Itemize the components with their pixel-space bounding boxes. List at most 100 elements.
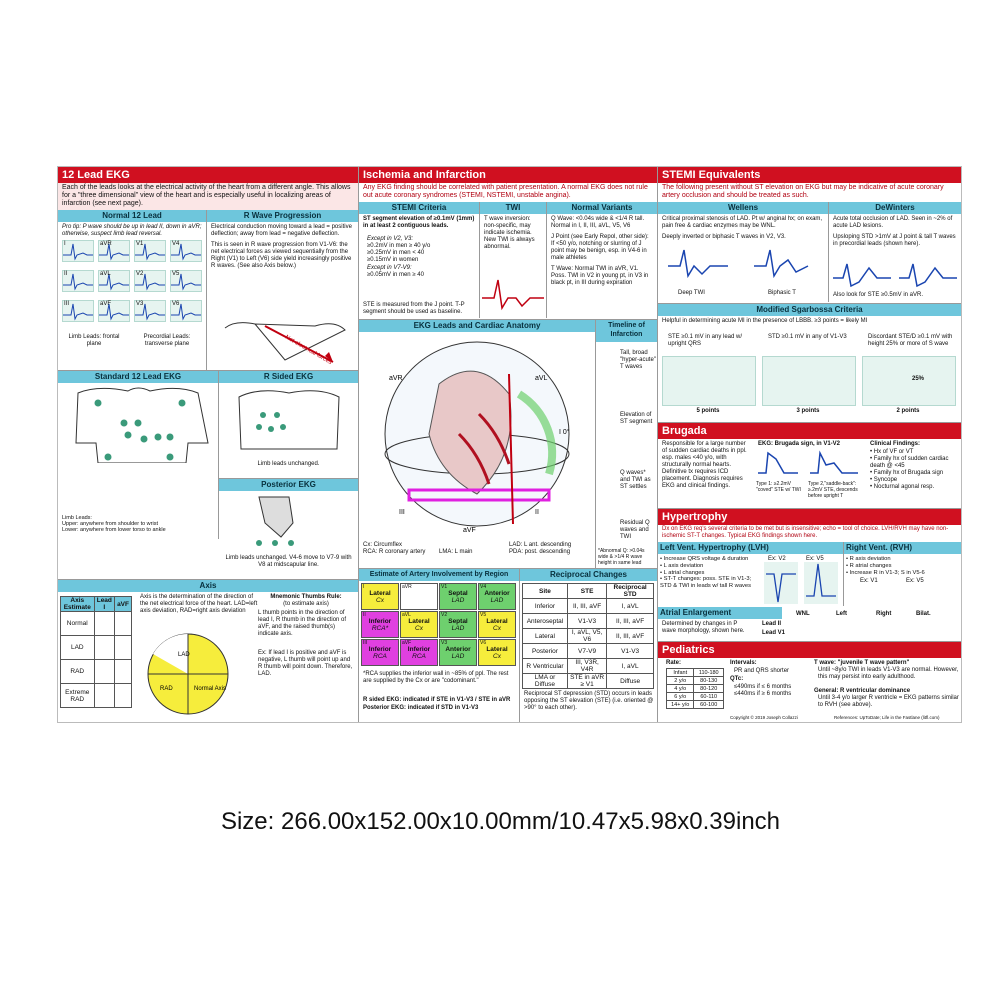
reciprocal-cell: V1-V3 bbox=[566, 613, 608, 629]
brugada-text: Responsible for a large number of sudden… bbox=[662, 441, 747, 489]
section-intro: The following present without ST elevati… bbox=[658, 183, 961, 203]
estimate-artery: Cx bbox=[376, 597, 384, 604]
panel-title: R Wave Progression bbox=[207, 210, 358, 222]
label-avr: aVR bbox=[389, 375, 403, 382]
abbrev-rca: RCA: R coronary artery bbox=[363, 549, 426, 555]
mnemonic-text-2: Ex: If lead I is positive and aVF is neg… bbox=[258, 650, 353, 677]
estimate-region: Lateral bbox=[486, 646, 508, 653]
lead-cell: aVR bbox=[98, 240, 130, 262]
atrial-header: WNL bbox=[796, 611, 810, 617]
panel-title: R Sided EKG bbox=[219, 371, 358, 383]
clinical-title: Clinical Findings: bbox=[870, 441, 921, 447]
dewinters-text-3: Also look for STE ≥0.5mV in aVR. bbox=[833, 292, 923, 298]
axis-avf-wave bbox=[114, 659, 132, 684]
peds-rate-cell: Infant bbox=[665, 668, 695, 677]
abbrev-lma: LMA: L main bbox=[439, 549, 473, 555]
reciprocal-cell: R Ventricular bbox=[522, 658, 568, 674]
axis-lad-label: LAD bbox=[178, 652, 190, 658]
panel-title: TWI bbox=[480, 202, 546, 214]
reciprocal-cell: Diffuse bbox=[606, 673, 654, 689]
peds-rate-cell: 4 y/o bbox=[665, 684, 695, 693]
atrial-header: Left bbox=[836, 611, 847, 617]
axis-avf-wave bbox=[114, 683, 132, 708]
stemi-line-3: ≥0.15mV in women bbox=[367, 257, 419, 263]
peds-twave: Until ~8y/o TWI in leads V1-V3 are norma… bbox=[818, 667, 959, 680]
axis-row-label: RAD bbox=[60, 659, 95, 684]
stemi-except-1: Except in V2, V3: bbox=[367, 236, 414, 242]
axis-header: aVF bbox=[114, 596, 132, 612]
lead-cell: aVF bbox=[98, 300, 130, 322]
wellens-text-2: Deeply inverted or biphasic T waves in V… bbox=[662, 234, 786, 240]
limb-leads-label: Limb Leads: frontal plane bbox=[68, 334, 120, 347]
limb-leads-text: Limb Leads:Upper: anywhere from shoulder… bbox=[58, 513, 170, 535]
panel-title: EKG Leads and Cardiac Anatomy bbox=[359, 320, 595, 332]
brugada-type-2: Type 2,"saddle-back": ≥.2mV STE, descend… bbox=[808, 481, 858, 499]
posterior-ekg-panel: Posterior EKG Limb leads unchanged. V4-6… bbox=[219, 478, 358, 579]
lead-trace bbox=[63, 273, 93, 291]
rsided-indication: R sided EKG: indicated if STE in V1-V3 /… bbox=[363, 697, 511, 703]
hypertrophy-intro: Dx on EKG req's several criteria to be m… bbox=[658, 525, 961, 542]
reciprocal-header: Reciprocal STD bbox=[606, 583, 654, 599]
lvh-title: Left Vent. Hypertrophy (LVH) bbox=[658, 542, 843, 554]
reciprocal-cell: I, aVL bbox=[606, 658, 654, 674]
atrial-row-label: Lead II bbox=[762, 621, 782, 627]
brugada-panel: Brugada Responsible for a large number o… bbox=[658, 422, 961, 508]
estimate-artery: Cx bbox=[415, 625, 423, 632]
estimate-region: Anterior bbox=[445, 646, 471, 653]
axis-row: RAD bbox=[60, 659, 132, 684]
sgarbossa-points: 5 points bbox=[696, 408, 720, 414]
lead-cell: III bbox=[62, 300, 94, 322]
rvh-item: • R atrial changes bbox=[846, 562, 892, 569]
atrial-panel: Atrial Enlargement Determined by changes… bbox=[658, 607, 961, 641]
sgarbossa-ekg bbox=[762, 356, 856, 406]
lead-label: aVR bbox=[100, 241, 112, 247]
wellens-waves bbox=[668, 249, 809, 279]
axis-lead-i-wave bbox=[93, 659, 116, 684]
section-intro: Any EKG finding should be correlated wit… bbox=[359, 183, 657, 203]
axis-header: Axis Estimate bbox=[60, 596, 95, 612]
lead-cell: II bbox=[62, 270, 94, 292]
sgarbossa-ekg bbox=[662, 356, 756, 406]
posterior-note: Limb leads unchanged. V4-6 move to V7-9 … bbox=[225, 555, 352, 568]
axis-row-label: LAD bbox=[60, 635, 95, 660]
anatomy-panel: EKG Leads and Cardiac Anatomy aVR aVL I … bbox=[359, 319, 596, 568]
panel-title: Estimate of Artery Involvement by Region bbox=[359, 569, 519, 581]
atrial-text: Determined by changes in P wave morpholo… bbox=[662, 621, 745, 634]
rvh-item: • R axis deviation bbox=[846, 556, 891, 562]
timeline-item-4: Residual Q waves and TWI bbox=[620, 520, 650, 540]
reciprocal-cell: I, aVL bbox=[606, 598, 654, 614]
peds-qtc-1: ≤490ms if ≤ 6 months bbox=[734, 684, 792, 690]
peds-rate-cell: 110-180 bbox=[693, 668, 724, 677]
clinical-item: • Syncope bbox=[870, 477, 898, 483]
peds-rate-cell: 14+ y/o bbox=[665, 700, 695, 709]
axis-avf-wave bbox=[114, 635, 132, 660]
clinical-item: • Family hx of sudden cardiac death @ <4… bbox=[870, 456, 949, 469]
peds-rv: Until 3-4 y/o larger R ventricle = EKG p… bbox=[818, 695, 959, 708]
lead-cell: aVL bbox=[98, 270, 130, 292]
lead-label: V5 bbox=[172, 271, 180, 277]
section-title: Ischemia and Infarction bbox=[359, 167, 657, 183]
estimate-lead: V4 bbox=[480, 584, 487, 590]
rvh-panel: Right Vent. (RVH) • R axis deviation• R … bbox=[844, 542, 961, 606]
r-sided-ekg-panel: R Sided EKG Limb leads unchanged. bbox=[219, 370, 358, 479]
reciprocal-cell: V1-V3 bbox=[606, 643, 654, 659]
normal-variants-panel: Normal Variants Q Wave: <0.04s wide & <1… bbox=[547, 202, 657, 318]
twi-wave bbox=[482, 279, 544, 311]
lead-trace bbox=[63, 243, 93, 261]
atrial-header: Right bbox=[876, 611, 892, 617]
estimate-artery: Cx bbox=[493, 653, 501, 660]
variant-q: Q Wave: <0.04s wide & <1/4 R tall. Norma… bbox=[551, 216, 645, 229]
panel-title: Normal Variants bbox=[547, 202, 657, 214]
stemi-line-4: ≥0.05mV in men ≥ 40 bbox=[367, 272, 424, 278]
abbrev-pda: PDA: post. descending bbox=[509, 549, 571, 555]
rwave-text-2: This is seen in R wave progression from … bbox=[211, 242, 352, 269]
rvh-ex-1: Ex: V1 bbox=[860, 578, 878, 584]
